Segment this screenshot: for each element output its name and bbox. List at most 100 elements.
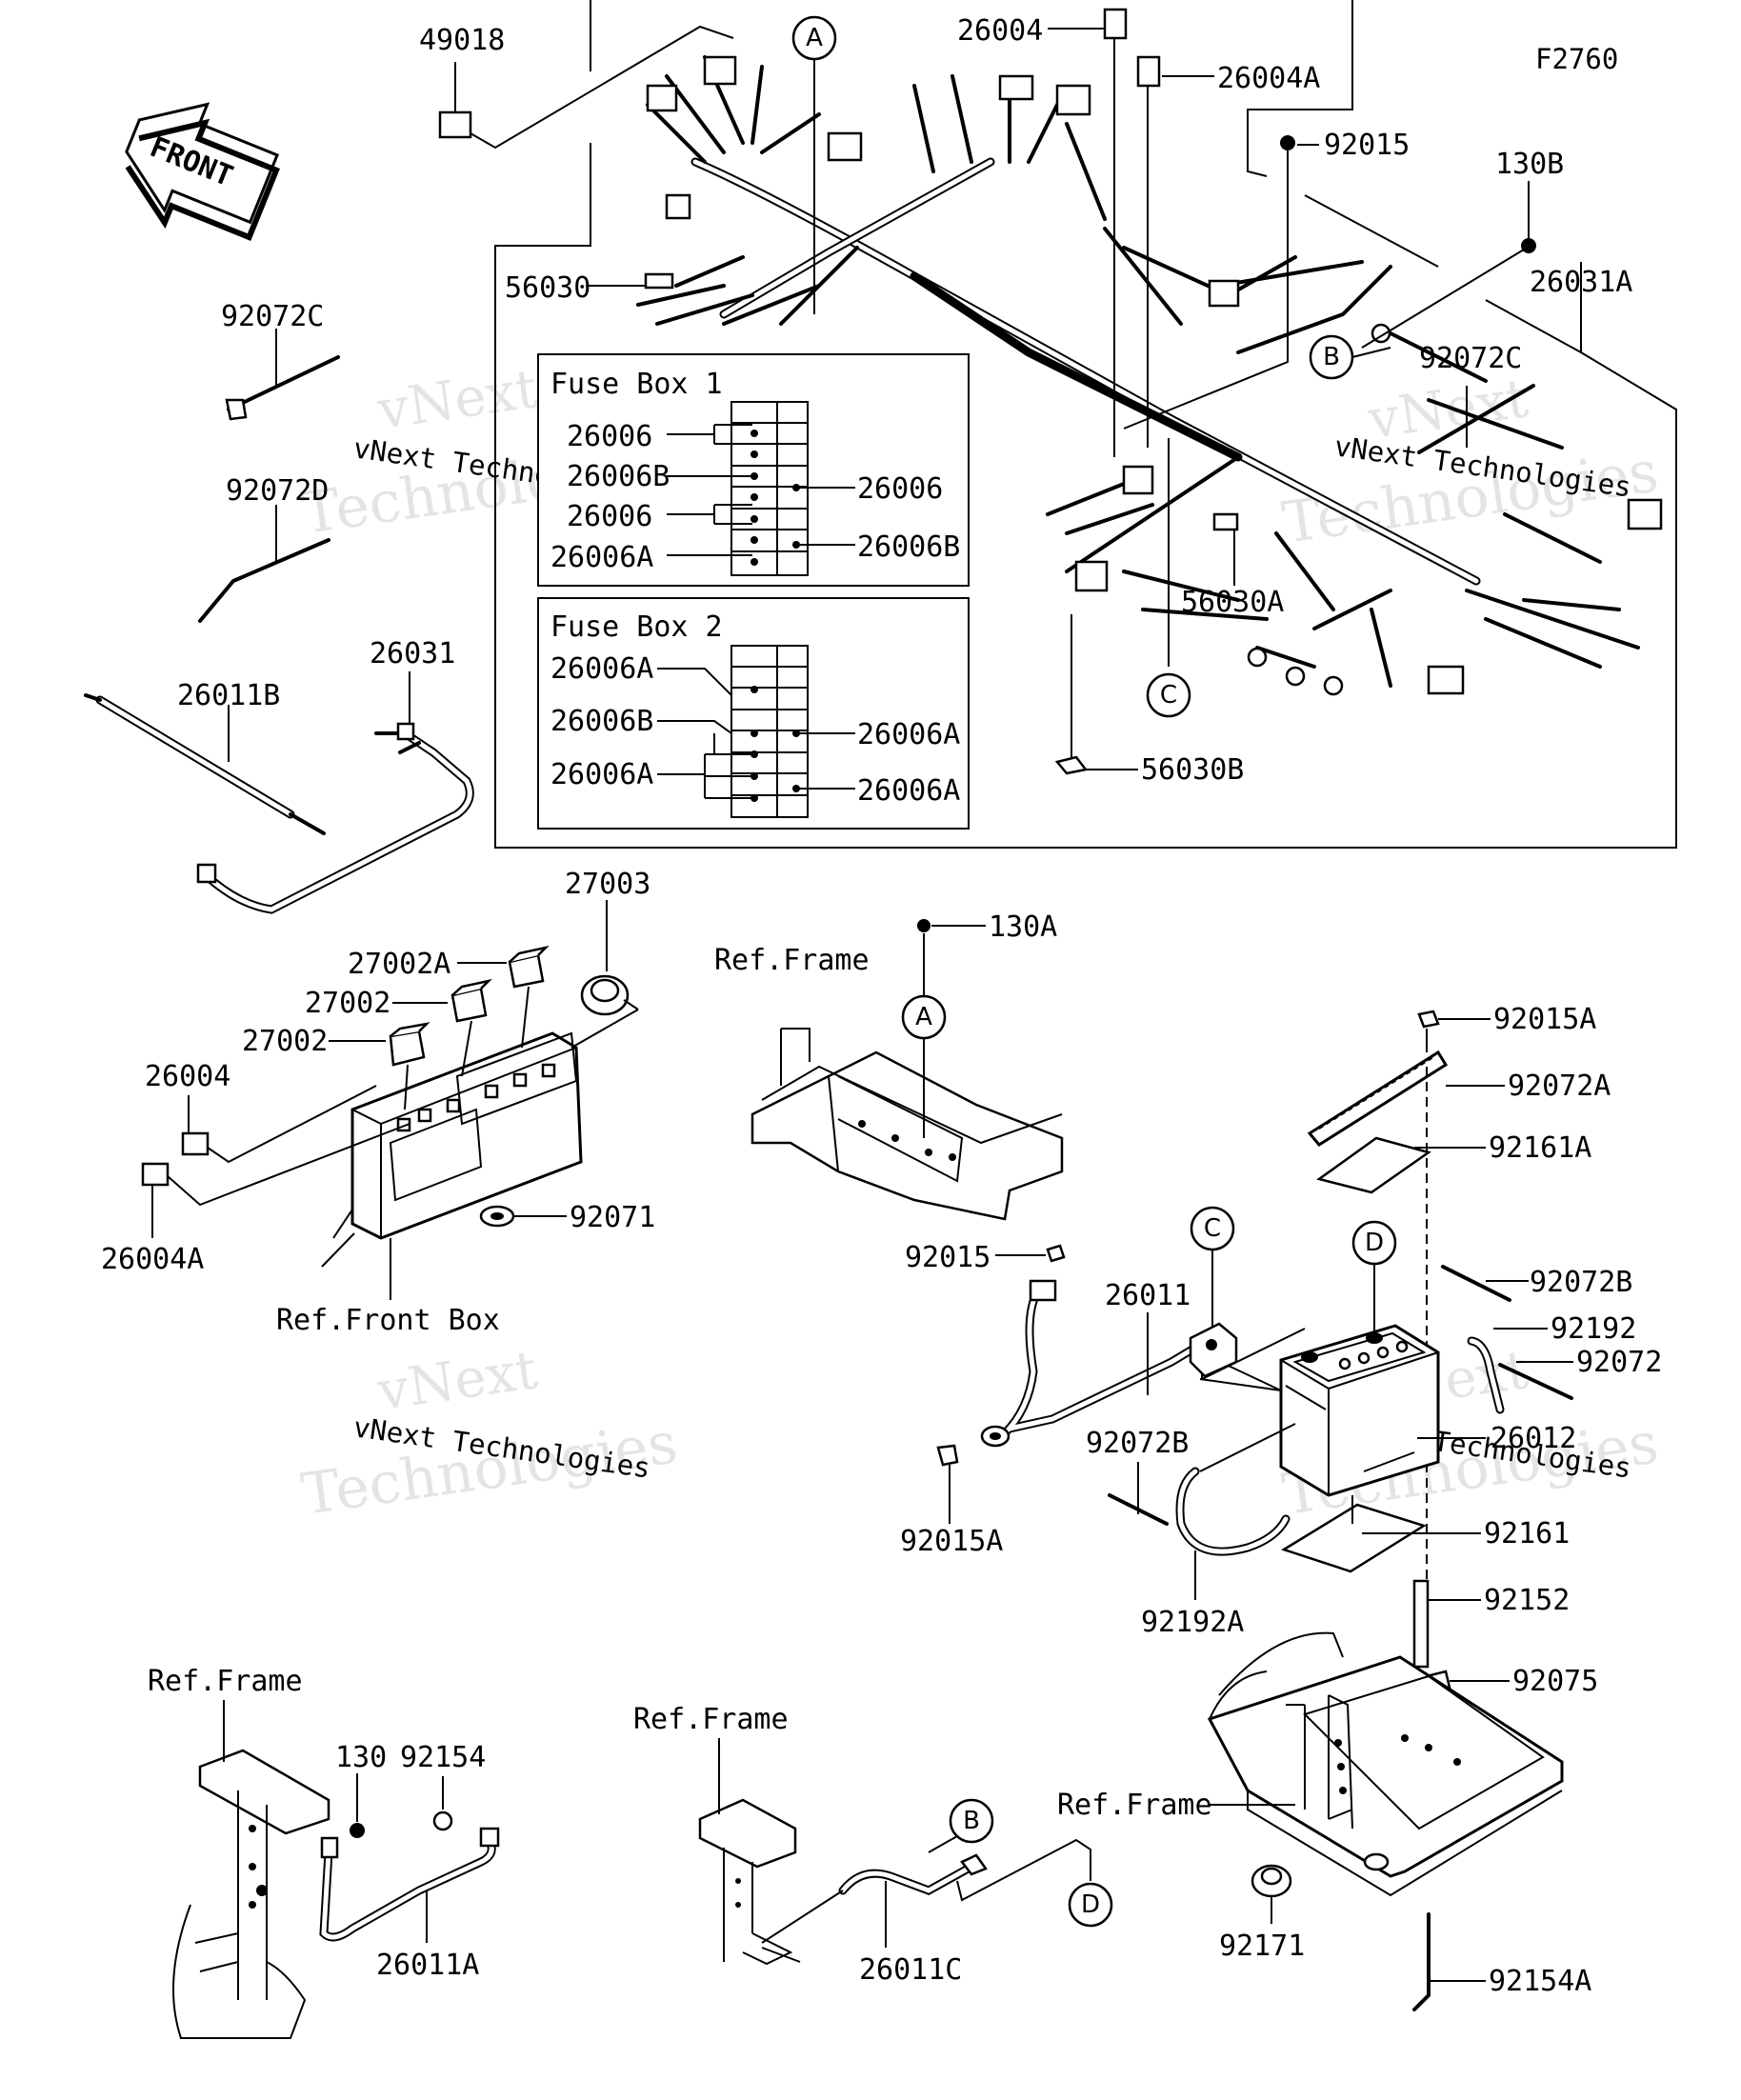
part-label: 130A [989, 910, 1057, 944]
part-label: 92072B [1086, 1427, 1189, 1460]
fuse-label: 26006 [567, 420, 652, 453]
part-label: 92161 [1484, 1517, 1570, 1550]
part-label: 26011A [376, 1949, 479, 1982]
switch-27002a-icon [508, 945, 550, 989]
leader-line [1361, 249, 1525, 349]
part-label: 92072D [226, 474, 329, 508]
part-label: 26004 [957, 14, 1043, 48]
harness-26031 [196, 722, 474, 914]
watermark-2: vNext Technologies vNext Technologies [1278, 368, 1662, 557]
ref-front-box-label: Ref.Front Box [276, 1304, 500, 1337]
part-label: 92072C [221, 300, 324, 333]
part-label: 92171 [1219, 1930, 1305, 1963]
fuse-box-2-title: Fuse Box 2 [550, 610, 723, 644]
connector-icon [1427, 665, 1465, 695]
nut-icon [936, 1444, 959, 1467]
part-label: 92072B [1530, 1266, 1632, 1299]
ref-frame-label: Ref.Frame [633, 1703, 789, 1736]
battery-hold-bracket-icon [1307, 1050, 1449, 1147]
watermark-3: vNext Technologies vNext Technologies [297, 1339, 681, 1529]
connector-icon [665, 193, 691, 220]
reference-marker-label: D [1365, 1229, 1384, 1257]
reference-marker-a [901, 994, 947, 1040]
part-label: 26031A [1530, 266, 1632, 299]
connector-icon [1627, 498, 1663, 530]
battery-pad-icon [1316, 1136, 1431, 1194]
reference-marker-label: C [1160, 681, 1177, 710]
bolt-icon [917, 919, 931, 932]
connector-icon [646, 84, 678, 112]
terminal-icon [1247, 647, 1268, 668]
reference-marker-label: D [1081, 1890, 1100, 1919]
connector-26004-icon [181, 1131, 210, 1156]
part-label: 27002 [242, 1025, 328, 1058]
fuse-label: 26006 [567, 500, 652, 533]
clamp-icon [1054, 755, 1089, 775]
part-label: 26011 [1105, 1279, 1191, 1312]
switch-27002-icon [389, 1022, 430, 1067]
leader-line [454, 25, 734, 150]
front-box-panel [321, 1031, 583, 1268]
fuse-box-1-panel: Fuse Box 1 26006 26006B 26006 26006A 260… [537, 353, 970, 587]
cable-tie-head-icon [225, 398, 248, 421]
part-label: 92075 [1512, 1665, 1598, 1698]
part-label: 27002A [348, 948, 450, 981]
harness-group-outline [494, 143, 1677, 849]
part-label: 130B [1495, 148, 1564, 181]
fuse-label: 26006A [550, 541, 653, 574]
ref-frame-label: Ref.Frame [148, 1665, 303, 1698]
leader-line [1304, 194, 1439, 268]
figure-code: F2760 [1535, 43, 1618, 75]
fuse-box-2-panel: Fuse Box 2 26006A 26006B 26006A 26006A 2… [537, 597, 970, 830]
battery-tray-frame [1207, 1631, 1564, 1897]
part-label: 92071 [570, 1201, 655, 1234]
switch-connector-26004-icon [1103, 8, 1128, 40]
fuse-box-1-title: Fuse Box 1 [550, 368, 723, 401]
terminal-icon [1323, 675, 1344, 696]
ground-cable-26011c [761, 1853, 988, 1944]
leader-line [1351, 1495, 1481, 1534]
part-label: 92015 [1324, 129, 1410, 162]
cable-tie-icon [227, 355, 340, 411]
part-label: 92072A [1508, 1070, 1611, 1103]
part-label: 92015 [905, 1241, 991, 1274]
part-label: 56030A [1181, 586, 1284, 619]
rod-icon [1412, 1912, 1431, 2011]
cable-tie-icon [1498, 1363, 1573, 1400]
battery-26012 [1279, 1324, 1440, 1497]
part-label: 92015A [1493, 1003, 1596, 1036]
part-label: 49018 [419, 24, 505, 57]
nut-icon [1280, 135, 1295, 150]
part-label: 92154 [400, 1741, 486, 1774]
reference-marker-label: A [915, 1003, 932, 1031]
connector-icon [1074, 560, 1109, 592]
part-label: 26004A [1217, 62, 1320, 95]
leader-line [521, 986, 530, 1049]
frame-section-bottom-center [698, 1798, 801, 1966]
fuse-label: 26006B [857, 530, 960, 564]
leader-line [956, 1838, 1091, 1902]
bolt-icon [1521, 238, 1536, 253]
frame-section-bottom-left [172, 1749, 330, 2039]
connector-icon [1208, 279, 1240, 308]
frame-section-130a [750, 1028, 1064, 1221]
cable-tie-icon [1441, 1265, 1511, 1302]
switch-27002-icon [450, 978, 492, 1023]
reference-marker-c [1146, 672, 1191, 718]
part-label: 92152 [1484, 1584, 1570, 1617]
front-direction-arrow-icon: FRONT [125, 102, 280, 242]
cable-26011b [84, 693, 326, 835]
relay-icon [1122, 465, 1154, 495]
harness-connectors [646, 55, 1663, 696]
main-harness-26031a [636, 55, 1640, 688]
part-label: 56030 [505, 271, 590, 305]
connector-icon [1055, 84, 1091, 116]
part-label: 26004 [145, 1060, 230, 1093]
leader-line [167, 1123, 410, 1207]
leader-line [928, 1835, 958, 1853]
reference-marker-label: A [806, 24, 823, 52]
part-label: 92072C [1419, 342, 1522, 375]
leader-line [1247, 0, 1353, 177]
part-label: 92154A [1489, 1965, 1591, 1998]
